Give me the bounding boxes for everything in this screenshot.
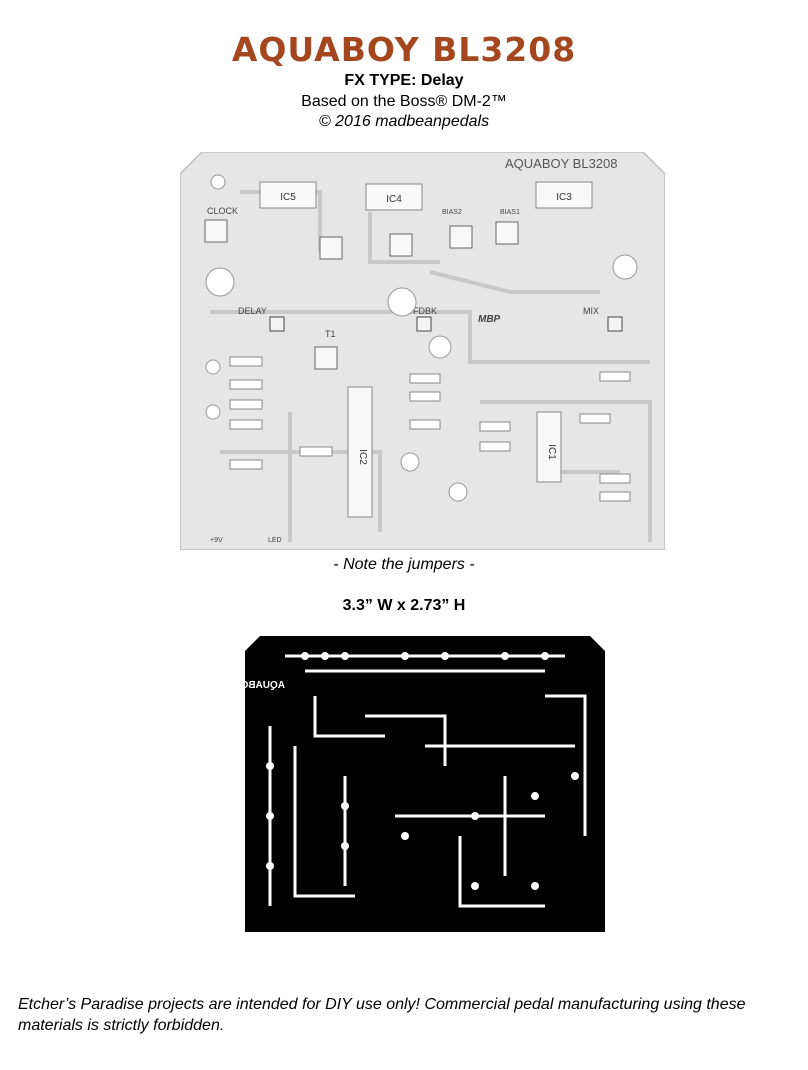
disclaimer: Etcher’s Paradise projects are intended …	[18, 996, 746, 1034]
etch-mirror-title: AQUABOY BL3208	[245, 680, 285, 691]
pot-mix-label: MIX	[583, 306, 599, 316]
transistor-t1-label: T1	[325, 329, 336, 339]
ic2-label: IC2	[357, 449, 368, 465]
board-dimensions: 3.3” W x 2.73” H	[342, 597, 466, 614]
component-layout-svg: IC5 IC4 IC3 IC2 IC1 CLOCK DELAY FDBK MIX…	[179, 151, 666, 551]
fx-type: FX TYPE: Delay	[344, 72, 464, 89]
based-on: Based on the Boss® DM-2™	[301, 93, 507, 110]
jumper-note: - Note the jumpers -	[333, 556, 475, 573]
page-title: AQUABOY BL3208	[231, 30, 577, 69]
copyright: © 2016 madbeanpedals	[318, 113, 490, 130]
pot-clock-label: CLOCK	[207, 206, 238, 216]
io-led-label: LED	[268, 537, 282, 544]
ic1-label: IC1	[546, 444, 557, 460]
pot-fdbk-label: FDBK	[413, 306, 437, 316]
ic3-label: IC3	[556, 192, 572, 203]
trim-bias2-label: BIAS2	[442, 209, 462, 216]
trim-bias1-label: BIAS1	[500, 209, 520, 216]
etch-mask: AQUABOY BL3208	[195, 636, 605, 932]
ic4-label: IC4	[386, 194, 402, 205]
pot-delay-label: DELAY	[238, 306, 267, 316]
mbp-logo: MBP	[478, 314, 501, 325]
etch-mask-svg: AQUABOY BL3208	[195, 636, 605, 932]
io-9v-label: +9V	[210, 537, 223, 544]
ic5-label: IC5	[280, 192, 296, 203]
component-layout: IC5 IC4 IC3 IC2 IC1 CLOCK DELAY FDBK MIX…	[179, 151, 666, 551]
board-title: AQUABOY BL3208	[505, 156, 618, 171]
